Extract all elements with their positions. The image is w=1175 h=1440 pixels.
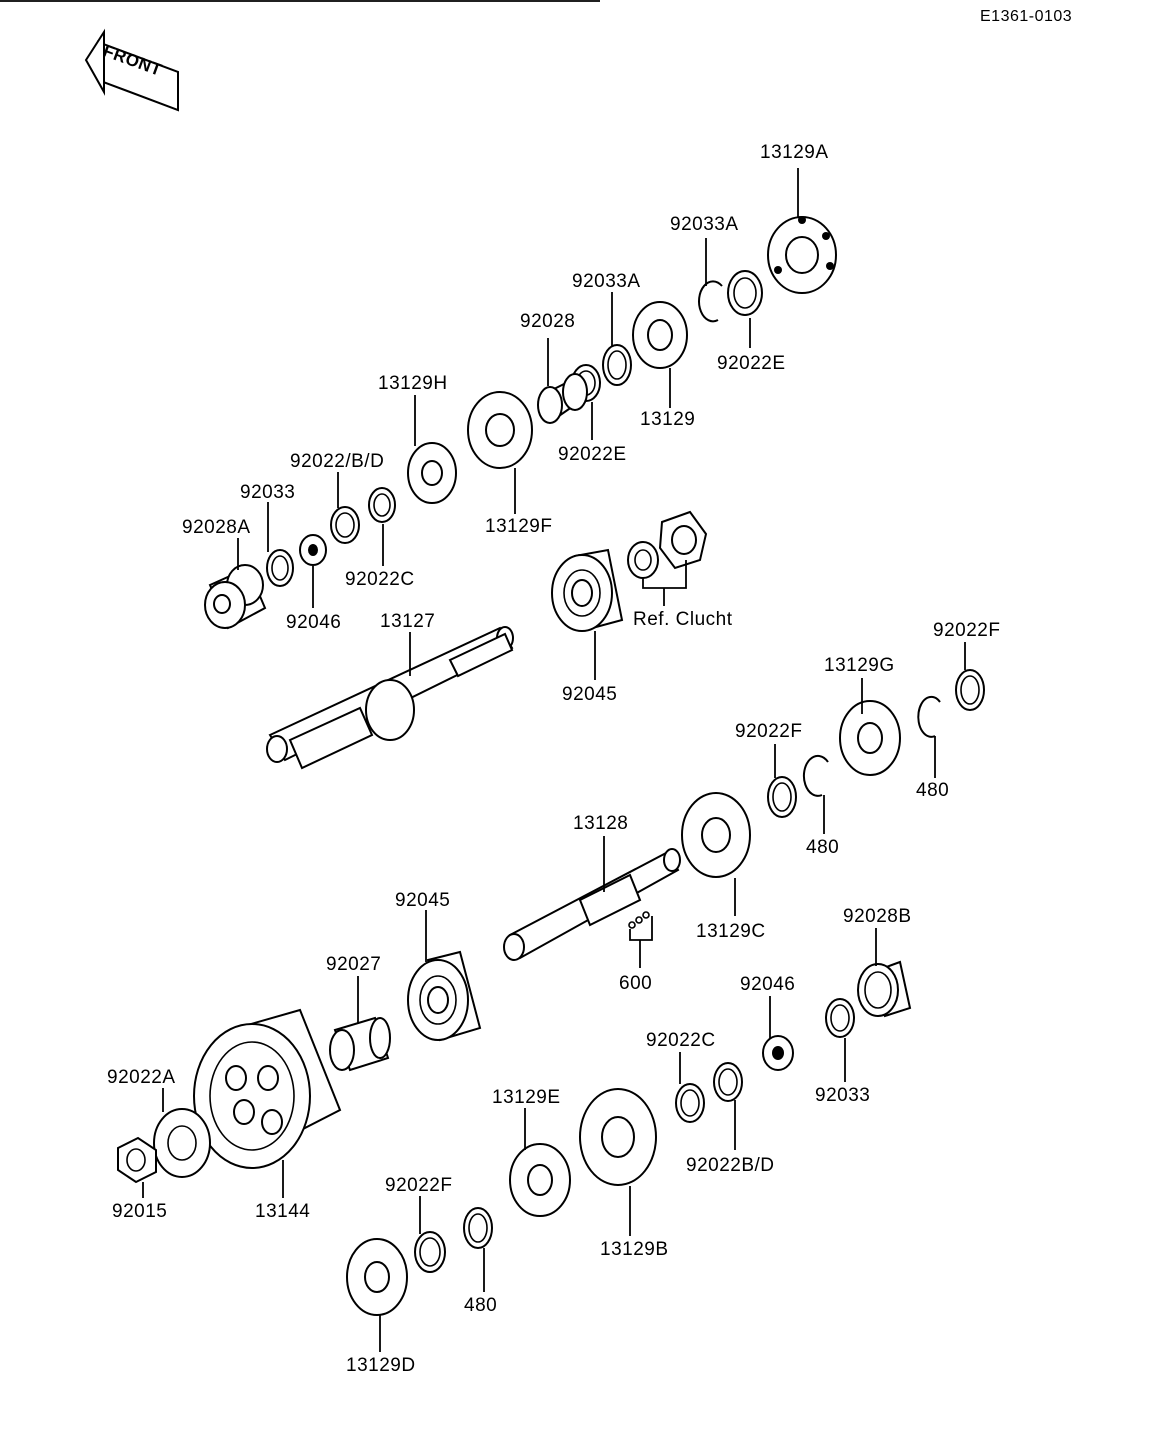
label-92022C-top: 92022C: [345, 569, 415, 590]
bearing-92046-low: [762, 1035, 794, 1071]
gear-13129: [632, 301, 688, 369]
bushing-92028A: [204, 564, 267, 630]
label-92028A: 92028A: [182, 517, 251, 538]
label-92022E-right: 92022E: [717, 353, 786, 374]
sleeve-92027: [329, 1016, 391, 1072]
bearing-92046-top: [299, 534, 327, 566]
label-13129C: 13129C: [696, 921, 766, 942]
front-arrow-icon: [84, 28, 179, 112]
label-92022B-D-low: 92022B/D: [686, 1155, 775, 1176]
circlip-92033-low: [825, 998, 855, 1038]
label-92033-top: 92033: [240, 482, 296, 503]
label-13129B: 13129B: [600, 1239, 669, 1260]
label-13129F: 13129F: [485, 516, 553, 537]
shaft-13128: [503, 848, 681, 961]
bearing-92045-top: [551, 548, 624, 632]
label-13144: 13144: [255, 1201, 311, 1222]
washer-92022E-right: [727, 270, 763, 316]
gear-13129A: [767, 216, 837, 294]
label-92015: 92015: [112, 1201, 168, 1222]
bushing-92028B: [857, 960, 912, 1018]
label-13127: 13127: [380, 611, 436, 632]
label-92046-top: 92046: [286, 612, 342, 633]
label-92033A-top: 92033A: [670, 214, 739, 235]
label-13129G: 13129G: [824, 655, 895, 676]
label-ref-clutch: Ref. Clucht: [633, 609, 733, 630]
label-92022A: 92022A: [107, 1067, 176, 1088]
label-92022F-mid: 92022F: [735, 721, 803, 742]
label-92027: 92027: [326, 954, 382, 975]
gear-13129H: [407, 442, 457, 504]
label-92028: 92028: [520, 311, 576, 332]
pins-600: [628, 911, 650, 929]
label-13128: 13128: [573, 813, 629, 834]
label-13129H: 13129H: [378, 373, 448, 394]
label-92022E-mid: 92022E: [558, 444, 627, 465]
circlip-480-mid: [802, 754, 829, 797]
gear-13129B: [579, 1088, 657, 1186]
gear-13129C: [681, 792, 751, 878]
circlip-92033-top: [266, 549, 294, 587]
drawing-code: E1361-0103: [980, 8, 1073, 25]
washer-92022F-low: [414, 1231, 446, 1273]
label-92033A-mid: 92033A: [572, 271, 641, 292]
circlip-480-low: [463, 1207, 493, 1249]
bearing-92045-low: [407, 950, 482, 1042]
washer-92022C-top: [368, 487, 396, 523]
label-92022F-top-right: 92022F: [933, 620, 1001, 641]
label-92022-B-D-top: 92022/B/D: [290, 451, 385, 472]
label-92022F-low: 92022F: [385, 1175, 453, 1196]
washer-92022F-mid: [767, 776, 797, 818]
label-92022C-low: 92022C: [646, 1030, 716, 1051]
lockwasher-92022A: [153, 1108, 211, 1178]
washer-92022BD-top: [330, 506, 360, 544]
gear-13129E: [509, 1143, 571, 1217]
label-480-low: 480: [464, 1295, 498, 1316]
label-92028B: 92028B: [843, 906, 912, 927]
bushing-92028: [537, 373, 588, 424]
label-13129A: 13129A: [760, 142, 829, 163]
label-92045-low: 92045: [395, 890, 451, 911]
circlip-480-right: [917, 695, 941, 738]
nut-92015: [117, 1136, 157, 1184]
label-92033-low: 92033: [815, 1085, 871, 1106]
label-92045-top: 92045: [562, 684, 618, 705]
label-13129E: 13129E: [492, 1087, 561, 1108]
leader-lines: [142, 168, 966, 1352]
label-92046-low: 92046: [740, 974, 796, 995]
clutch-nut-washer: [627, 510, 708, 579]
sprocket-13144: [193, 1008, 342, 1169]
label-13129: 13129: [640, 409, 696, 430]
gear-13129D: [346, 1238, 408, 1316]
gear-13129F: [467, 391, 533, 469]
label-480-right: 480: [916, 780, 950, 801]
washer-92022F-top-right: [955, 669, 985, 711]
label-13129D: 13129D: [346, 1355, 416, 1376]
shaft-13127: [266, 626, 514, 770]
label-600: 600: [619, 973, 653, 994]
gear-13129G: [839, 700, 901, 776]
washer-92022BD-low: [713, 1062, 743, 1102]
label-480-mid: 480: [806, 837, 840, 858]
circlip-92033A-top: [698, 280, 723, 323]
circlip-92033A-mid: [602, 344, 632, 386]
washer-92022C-low: [675, 1083, 705, 1123]
